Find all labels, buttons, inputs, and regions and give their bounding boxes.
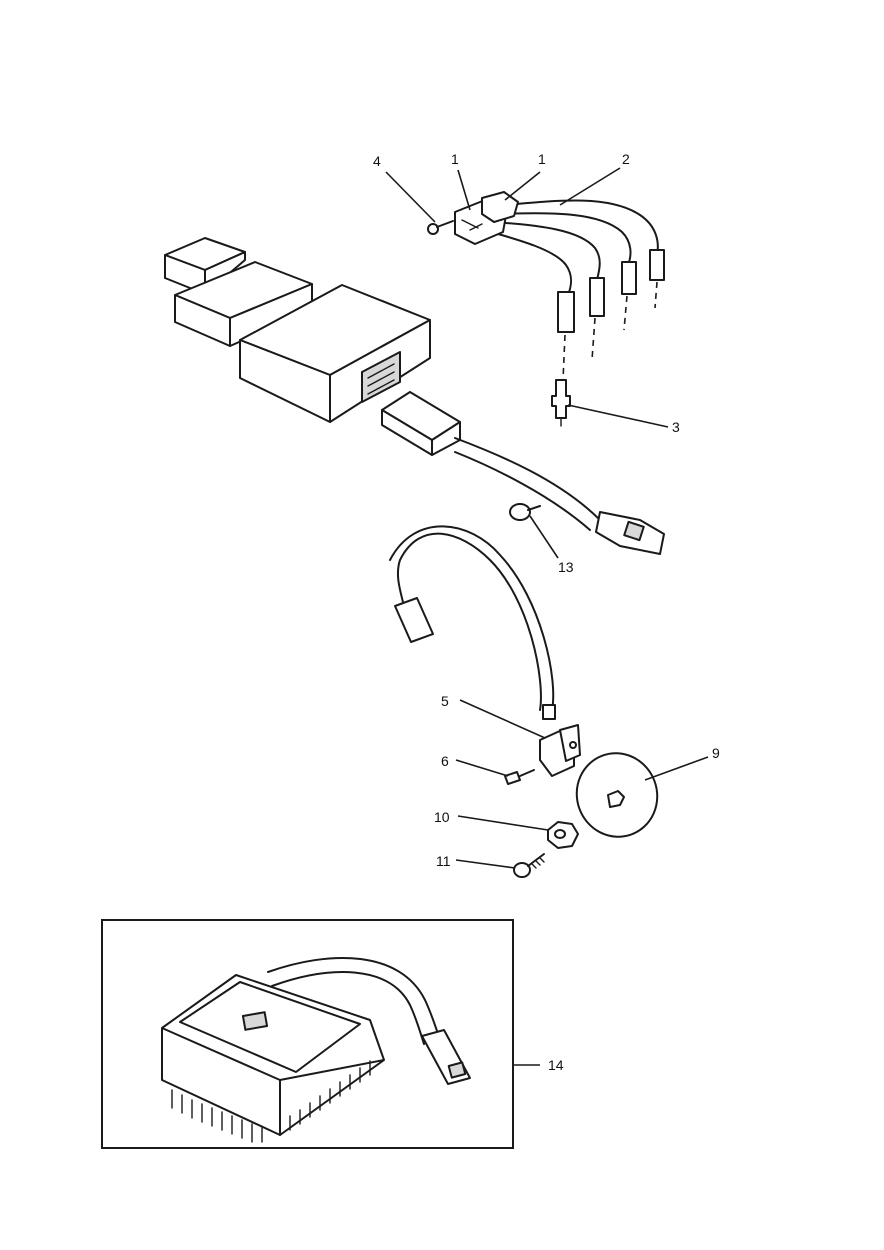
alternative-ignition-module bbox=[161, 957, 471, 1143]
callout-label: 3 bbox=[672, 419, 680, 435]
callout-label: 6 bbox=[441, 753, 449, 769]
callout-label: 11 bbox=[436, 853, 451, 869]
bolt bbox=[513, 853, 545, 878]
callout-labels: 4 1 1 2 3 13 5 6 9 10 11 14 bbox=[373, 151, 720, 1073]
callout-label: 1 bbox=[538, 151, 546, 167]
reluctor-disc bbox=[575, 752, 659, 838]
callout-label: 13 bbox=[558, 559, 574, 575]
callout-label: 4 bbox=[373, 153, 381, 169]
hex-nut bbox=[547, 821, 579, 849]
spark-plug bbox=[551, 379, 571, 427]
pickup-mounting-screw bbox=[504, 769, 535, 785]
pickup-sensor-and-lead bbox=[389, 525, 581, 777]
callout-label: 1 bbox=[451, 151, 459, 167]
callout-label: 14 bbox=[548, 1057, 564, 1073]
ignition-coils-and-ht-leads bbox=[454, 191, 665, 333]
inset-frame bbox=[101, 919, 514, 1149]
leader-lines bbox=[385, 167, 709, 1066]
ecu-wiring-harness bbox=[381, 391, 665, 555]
callout-label: 10 bbox=[434, 809, 450, 825]
callout-label: 2 bbox=[622, 151, 630, 167]
ignition-module-ecu bbox=[164, 237, 431, 423]
callout-label: 9 bbox=[712, 745, 720, 761]
cable-clip bbox=[509, 503, 541, 521]
coil-mounting-screw bbox=[427, 220, 454, 235]
callout-label: 5 bbox=[441, 693, 449, 709]
